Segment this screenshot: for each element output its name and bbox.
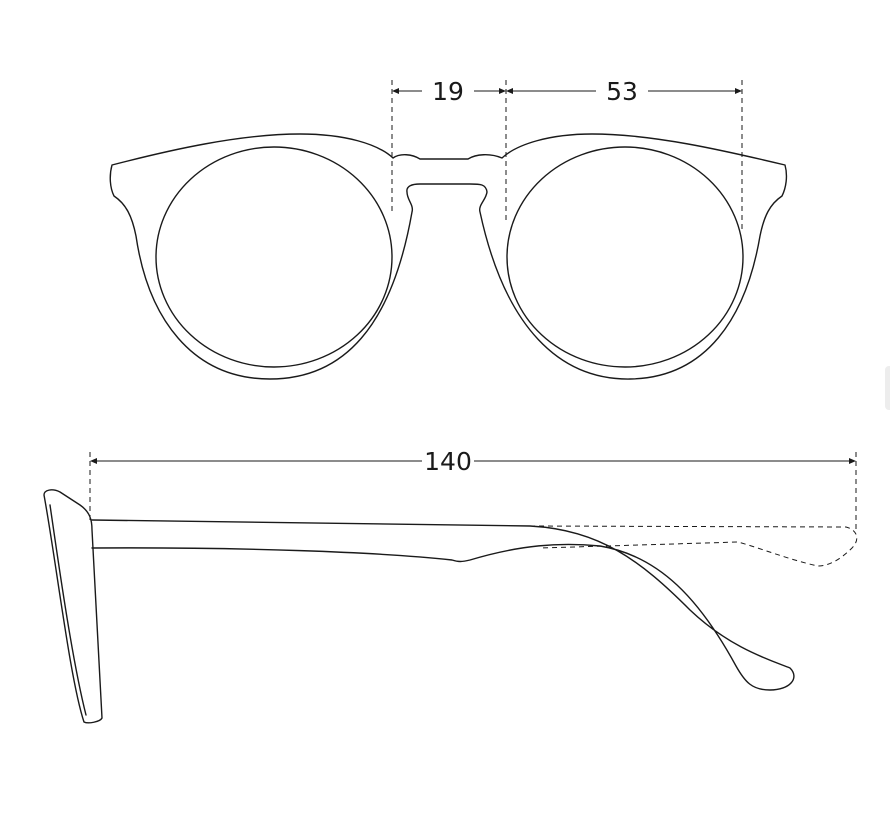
lens-dimension: 53 bbox=[506, 77, 742, 106]
lens-width-label: 53 bbox=[606, 77, 638, 106]
front-view: 19 53 bbox=[109, 77, 788, 380]
left-lens bbox=[155, 146, 393, 368]
bridge-dimension: 19 bbox=[392, 77, 506, 106]
scroll-edge-tab[interactable] bbox=[885, 366, 890, 410]
temple-length-label: 140 bbox=[424, 447, 472, 476]
temple-arm bbox=[91, 519, 795, 691]
side-view: 140 bbox=[43, 447, 858, 724]
right-lens bbox=[506, 146, 744, 368]
front-frame-outline bbox=[109, 133, 788, 380]
frame-front-profile bbox=[43, 489, 103, 724]
lens-edge-profile bbox=[49, 504, 87, 716]
temple-straight-dashed bbox=[529, 525, 858, 567]
temple-dimension: 140 bbox=[89, 447, 857, 530]
bridge-width-label: 19 bbox=[432, 77, 464, 106]
